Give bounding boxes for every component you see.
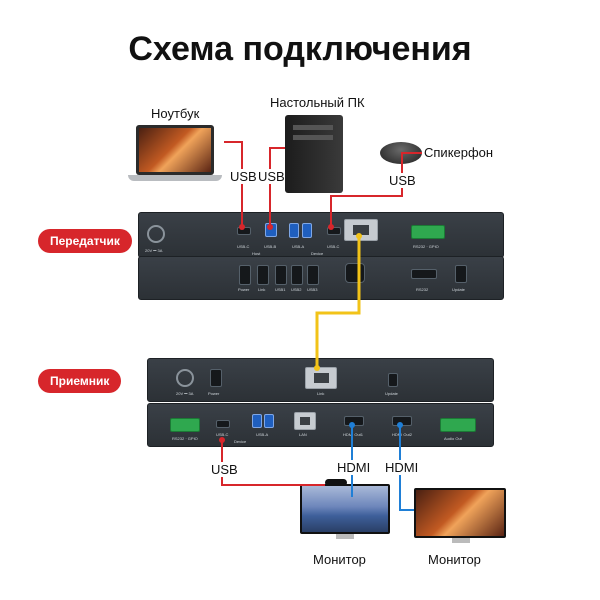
tx-power-led-label: Power — [238, 287, 250, 292]
monitor-2-label: Монитор — [428, 552, 481, 567]
tx-update-port[interactable] — [455, 265, 467, 283]
monitor-1-icon — [300, 484, 392, 540]
rx-link-label: Link — [317, 391, 325, 396]
wire-dot — [267, 224, 273, 230]
tx-led-usb2 — [291, 265, 303, 285]
tx-rs232-label: RS232 — [416, 287, 429, 292]
tx-usbc-label: USB-C — [237, 244, 250, 249]
usb-label-laptop: USB — [230, 169, 257, 184]
tx-led-power — [239, 265, 251, 285]
webcam-icon — [325, 479, 347, 486]
tx-usbc2-port[interactable] — [327, 227, 341, 235]
tx-usb2-led-label: USB2 — [291, 287, 302, 292]
transmitter-back-panel: Power Link USB1 USB2 USB3 RS232 Update — [138, 256, 504, 300]
usb-wire-laptop — [224, 141, 243, 227]
monitor-1-label: Монитор — [313, 552, 366, 567]
laptop-icon — [128, 125, 224, 185]
usb-label-speaker: USB — [389, 173, 416, 188]
monitor-2-icon — [414, 488, 508, 546]
wire-dot — [356, 233, 362, 239]
wire-dot — [219, 437, 225, 443]
speakerphone-label: Спикерфон — [424, 145, 494, 160]
rx-usba-label: USB-A — [256, 432, 269, 437]
usb-label-camera: USB — [211, 462, 238, 477]
tx-usba-port-1[interactable] — [289, 223, 299, 238]
tx-usba-label: USB-A — [292, 244, 305, 249]
tx-power-label: 20V ⎓ 3A — [145, 248, 163, 253]
receiver-front-panel: 20V ⎓ 3A Power Link Update — [147, 358, 494, 402]
rx-lan-label: LAN — [299, 432, 307, 437]
rx-audio-terminal[interactable] — [440, 418, 476, 432]
rx-update-port[interactable] — [388, 373, 398, 387]
tx-host-label: Host — [252, 251, 261, 256]
network-cable — [315, 236, 361, 368]
rx-hdmi2-label: HDMI Out2 — [392, 432, 413, 437]
wire-dot — [397, 422, 403, 428]
tx-gpio-terminal[interactable] — [411, 225, 445, 239]
desktop-pc-icon — [285, 115, 343, 193]
rx-gpio-terminal[interactable] — [170, 418, 200, 432]
rx-usba-port-1[interactable] — [252, 414, 262, 428]
tx-usb3-led-label: USB3 — [307, 287, 318, 292]
rx-power-jack-icon — [176, 369, 194, 387]
usb-label-pc: USB — [258, 169, 285, 184]
rx-usbc-port[interactable] — [216, 420, 230, 428]
transmitter-front-panel: 20V ⎓ 3A USB-C USB-B Host USB-A USB-C De… — [138, 212, 504, 258]
tx-mode-switch[interactable] — [411, 269, 437, 279]
usb-wire-pc — [269, 147, 285, 227]
usb-wire-speaker — [330, 152, 422, 227]
rx-audio-label: Audio Out — [444, 436, 462, 441]
tx-usb1-led-label: USB1 — [275, 287, 286, 292]
tx-led-link — [257, 265, 269, 285]
rx-lan-port[interactable] — [294, 412, 316, 430]
wire-dot — [328, 224, 334, 230]
wire-dot — [239, 224, 245, 230]
hdmi-wire-2 — [399, 425, 414, 511]
wire-dot — [349, 422, 355, 428]
rx-gpio-label: RS232 · GPIO — [172, 436, 198, 441]
rx-ethernet-port[interactable] — [305, 367, 337, 389]
tx-led-usb3 — [307, 265, 319, 285]
tx-update-label: Update — [452, 287, 465, 292]
power-jack-icon — [147, 225, 165, 243]
tx-usbb-label: USB-B — [264, 244, 277, 249]
hdmi-label-2: HDMI — [385, 460, 419, 475]
rx-power-label: 20V ⎓ 3A — [176, 391, 194, 396]
rx-hdmi1-label: HDMI Out1 — [343, 432, 364, 437]
rx-usbc-label: USB-C — [216, 432, 229, 437]
rx-usba-port-2[interactable] — [264, 414, 274, 428]
tx-ethernet-port[interactable] — [344, 219, 378, 241]
transmitter-badge: Передатчик — [38, 229, 132, 253]
receiver-badge: Приемник — [38, 369, 122, 393]
hdmi-label-1: HDMI — [337, 460, 371, 475]
wire-dot — [314, 365, 320, 371]
tx-gpio-label: RS232 · GPIO — [413, 244, 439, 249]
tx-usbc2-label: USB-C — [327, 244, 340, 249]
page-title: Схема подключения — [128, 30, 472, 68]
receiver-back-panel: RS232 · GPIO USB-C Device USB-A LAN HDMI… — [147, 403, 494, 447]
rx-device-label: Device — [234, 439, 247, 444]
rx-power-led-label: Power — [208, 391, 220, 396]
tx-usba-port-2[interactable] — [302, 223, 312, 238]
laptop-label: Ноутбук — [151, 106, 200, 121]
rx-power-led — [210, 369, 222, 387]
usb-wire-camera — [221, 440, 325, 486]
tx-device-label: Device — [311, 251, 324, 256]
tx-link-led-label: Link — [258, 287, 266, 292]
tx-led-usb1 — [275, 265, 287, 285]
desktop-label: Настольный ПК — [270, 95, 365, 110]
rx-update-label: Update — [385, 391, 398, 396]
